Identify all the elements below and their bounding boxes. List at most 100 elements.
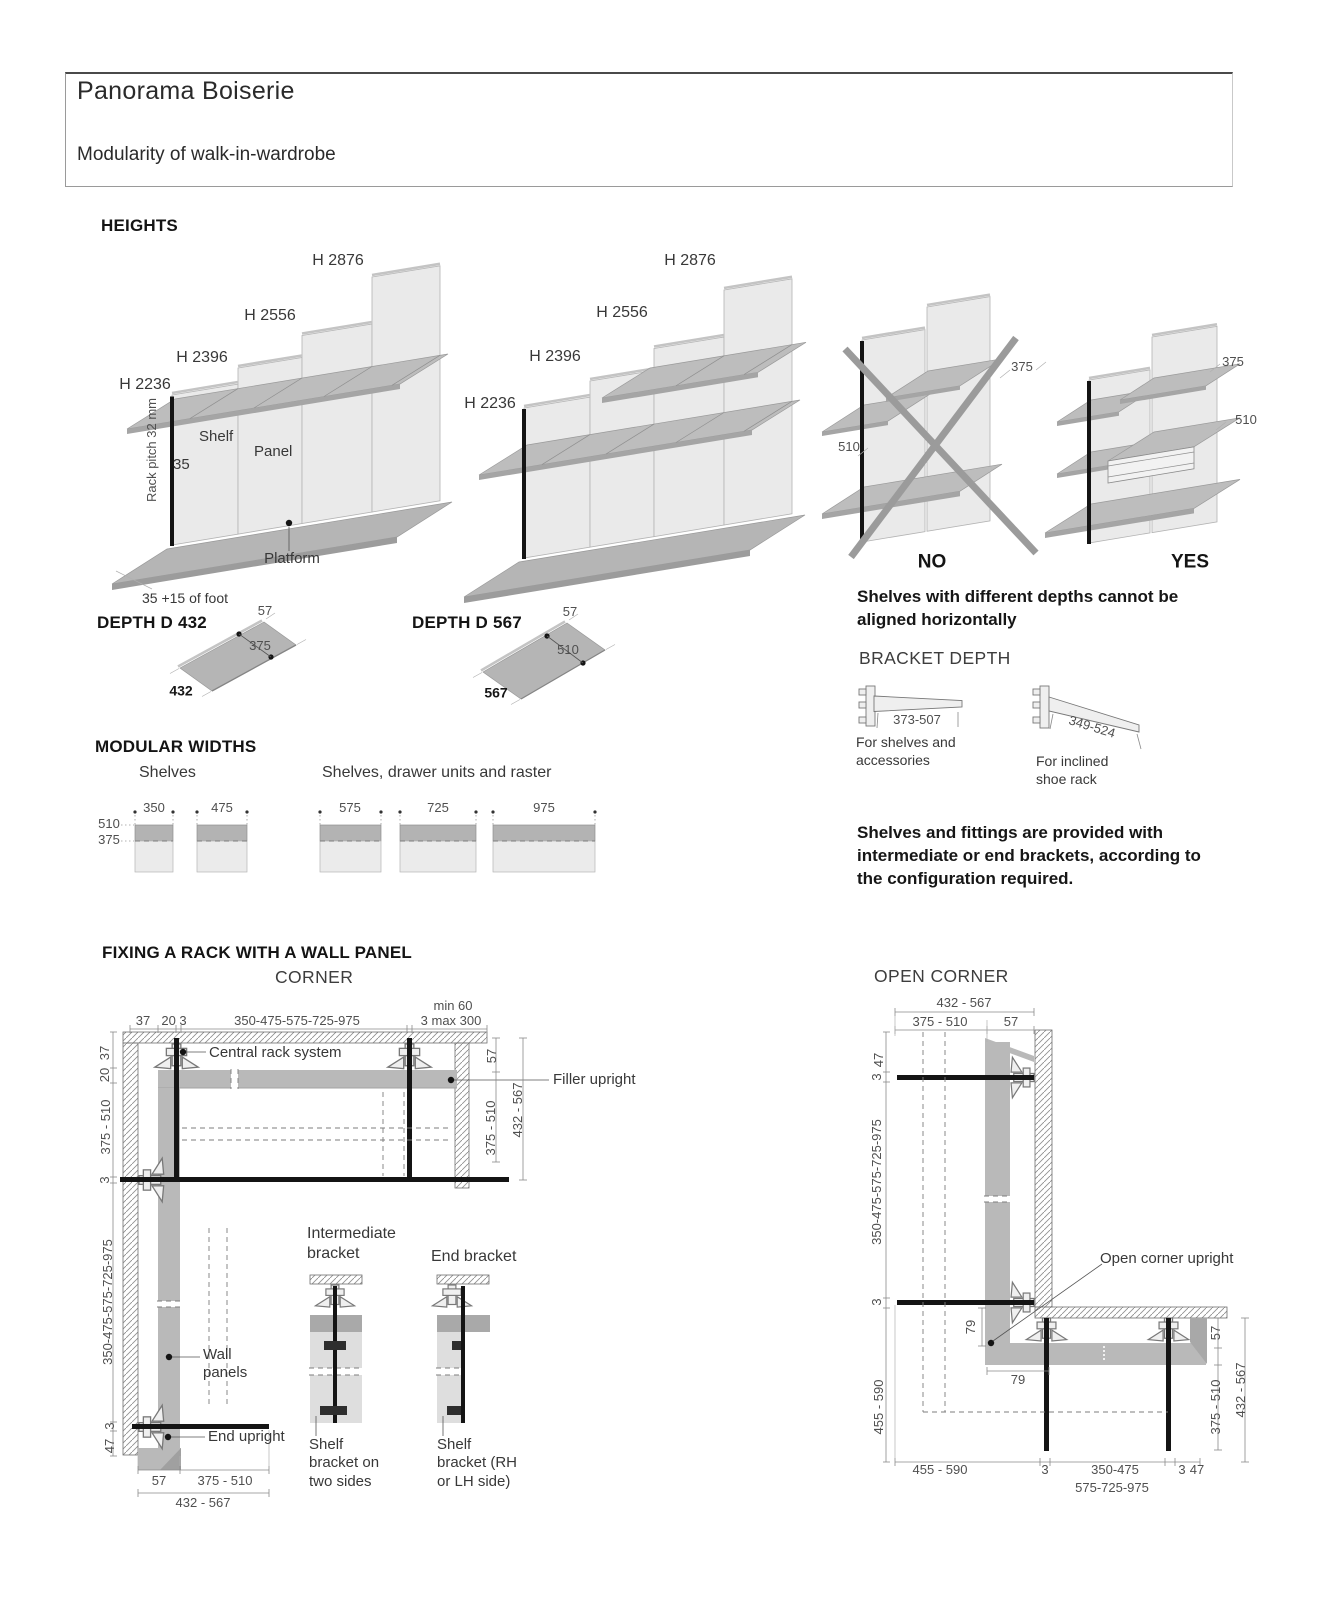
open-left-3a: 3 bbox=[869, 1073, 885, 1081]
heights-diagram-1 bbox=[111, 262, 453, 590]
depth-510-label: 510 bbox=[98, 816, 120, 832]
corner-left-37: 37 bbox=[97, 1045, 113, 1061]
corner-left-47: 47 bbox=[102, 1438, 118, 1454]
height-label-2396: H 2396 bbox=[176, 349, 228, 367]
width-975-label: 975 bbox=[533, 800, 555, 816]
straight-bracket-caption: For shelves and accessories bbox=[856, 734, 956, 769]
open-79-horizontal: 79 bbox=[1010, 1372, 1026, 1388]
open-left-47: 47 bbox=[871, 1052, 887, 1068]
drawer-group-label: Shelves, drawer units and raster bbox=[322, 764, 552, 781]
corner-top-37: 37 bbox=[135, 1013, 151, 1029]
width-475-label: 475 bbox=[211, 800, 233, 816]
corner-right-57: 57 bbox=[484, 1048, 500, 1064]
corner-bottom-432-567: 432 - 567 bbox=[175, 1495, 231, 1511]
title-box bbox=[65, 72, 1233, 187]
alignment-note: Shelves with different depths cannot be … bbox=[857, 587, 1179, 629]
height2-label-2396: H 2396 bbox=[529, 348, 581, 366]
corner-right-432-567: 432 - 567 bbox=[510, 1082, 526, 1138]
platform-label: Platform bbox=[264, 549, 320, 567]
yes-depth-510: 510 bbox=[1235, 412, 1257, 428]
depth-567-depth: 510 bbox=[557, 642, 579, 658]
open-corner-plan-drawing bbox=[883, 1008, 1249, 1466]
fixing-heading: FIXING A RACK WITH A WALL PANEL bbox=[102, 943, 412, 962]
corner-heading: CORNER bbox=[275, 967, 354, 987]
corner-plan-drawing bbox=[110, 1025, 549, 1497]
inclined-bracket-caption: For inclined shoe rack bbox=[1036, 753, 1109, 788]
intermediate-bracket-caption: Shelf bracket on two sides bbox=[309, 1436, 380, 1490]
heights-heading: HEIGHTS bbox=[101, 216, 178, 235]
end-upright-label: End upright bbox=[208, 1428, 285, 1445]
height2-label-2876: H 2876 bbox=[664, 252, 716, 270]
intermediate-bracket-detail bbox=[309, 1274, 363, 1436]
depth-567-heading: DEPTH D 567 bbox=[412, 613, 522, 632]
corner-top-min60: min 60 bbox=[433, 998, 473, 1014]
page-subtitle: Modularity of walk-in-wardrobe bbox=[77, 144, 336, 165]
open-right-57: 57 bbox=[1208, 1325, 1224, 1341]
open-left-widths: 350-475-575-725-975 bbox=[869, 1119, 885, 1245]
height-label-2556: H 2556 bbox=[244, 307, 296, 325]
yes-depth-375: 375 bbox=[1222, 354, 1244, 370]
end-bracket-caption: Shelf bracket (RH or LH side) bbox=[437, 1436, 518, 1490]
depth-375-label: 375 bbox=[98, 832, 120, 848]
open-79-vertical: 79 bbox=[963, 1319, 979, 1335]
corner-top-widths: 350-475-575-725-975 bbox=[234, 1013, 360, 1029]
open-bottom-350-475: 350-475 bbox=[1091, 1462, 1139, 1478]
no-depth-510: 510 bbox=[838, 439, 860, 455]
height2-label-2556: H 2556 bbox=[596, 304, 648, 322]
open-bottom-455-590: 455 - 590 bbox=[912, 1462, 968, 1478]
yes-example-diagram bbox=[1044, 323, 1241, 544]
depth-432-heading: DEPTH D 432 bbox=[97, 613, 207, 632]
corner-right-375-510: 375 - 510 bbox=[483, 1100, 499, 1156]
corner-left-20: 20 bbox=[97, 1067, 113, 1083]
shelf-label: Shelf bbox=[199, 428, 234, 445]
corner-top-20-3: 20 3 bbox=[161, 1013, 187, 1029]
depth-432-depth: 375 bbox=[249, 638, 271, 654]
central-rack-label: Central rack system bbox=[209, 1044, 342, 1061]
open-top-375-510: 375 - 510 bbox=[912, 1014, 968, 1030]
foot-note-label: 35 +15 of foot bbox=[142, 590, 229, 606]
no-example-diagram bbox=[821, 293, 1047, 560]
filler-upright-label: Filler upright bbox=[553, 1071, 636, 1088]
shelves-group-label: Shelves bbox=[139, 764, 196, 781]
depth-567-width: 567 bbox=[484, 684, 508, 701]
open-corner-heading: OPEN CORNER bbox=[874, 966, 1009, 986]
heights-diagram-2 bbox=[463, 275, 807, 603]
depth-432-diagram bbox=[169, 612, 307, 697]
corner-top-max300: 3 max 300 bbox=[420, 1013, 482, 1029]
inclined-bracket-icon bbox=[1032, 685, 1142, 750]
corner-left-375-510: 375 - 510 bbox=[98, 1099, 114, 1155]
open-bottom-3b: 3 bbox=[1178, 1462, 1186, 1478]
corner-left-3b: 3 bbox=[102, 1422, 118, 1430]
depth-567-top: 57 bbox=[562, 604, 578, 620]
height-label-2236: H 2236 bbox=[119, 376, 171, 394]
open-left-455-590: 455 - 590 bbox=[871, 1379, 887, 1435]
open-right-432-567: 432 - 567 bbox=[1233, 1362, 1249, 1418]
no-depth-375: 375 bbox=[1011, 359, 1033, 375]
wall-panels-label: Wall panels bbox=[203, 1346, 248, 1382]
fittings-note: Shelves and fittings are provided with i… bbox=[857, 823, 1201, 888]
height-label-2876: H 2876 bbox=[312, 252, 364, 270]
height2-label-2236: H 2236 bbox=[464, 395, 516, 413]
end-bracket-title: End bracket bbox=[431, 1248, 517, 1265]
open-corner-upright-label: Open corner upright bbox=[1100, 1250, 1234, 1267]
panel-label: Panel bbox=[254, 443, 293, 460]
open-bottom-3a: 3 bbox=[1041, 1462, 1049, 1478]
modular-widths-heading: MODULAR WIDTHS bbox=[95, 737, 257, 756]
corner-bottom-57: 57 bbox=[151, 1473, 167, 1489]
open-left-3b: 3 bbox=[869, 1298, 885, 1306]
intermediate-bracket-title: Intermediate bracket bbox=[307, 1225, 396, 1262]
open-top-432-567: 432 - 567 bbox=[936, 995, 992, 1011]
open-right-375-510: 375 - 510 bbox=[1208, 1379, 1224, 1435]
corner-bottom-375-510: 375 - 510 bbox=[197, 1473, 253, 1489]
rack-pitch-label: Rack pitch 32 mm bbox=[144, 397, 160, 503]
width-575-label: 575 bbox=[339, 800, 361, 816]
corner-left-widths: 350-475-575-725-975 bbox=[100, 1239, 116, 1365]
depth-567-diagram bbox=[472, 613, 616, 705]
open-top-57: 57 bbox=[1003, 1014, 1019, 1030]
depth-432-top: 57 bbox=[257, 603, 273, 619]
open-bottom-47: 47 bbox=[1189, 1462, 1205, 1478]
straight-bracket-range: 373-507 bbox=[893, 712, 941, 728]
modular-width-blocks bbox=[121, 810, 597, 873]
yes-label: YES bbox=[1170, 551, 1210, 573]
